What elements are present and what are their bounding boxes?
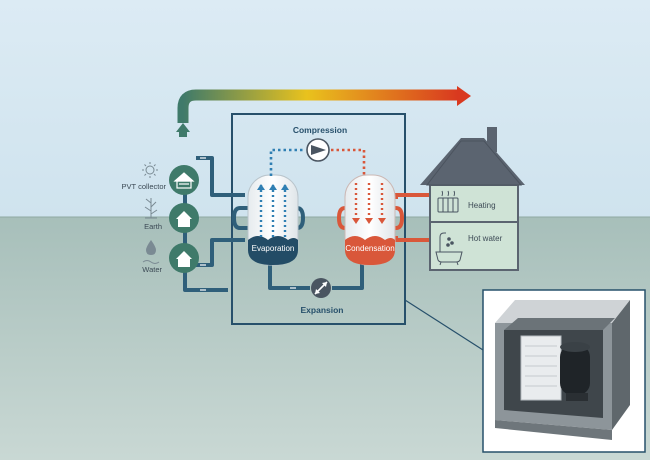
source-pvt-collector — [169, 165, 199, 195]
earth-label: Earth — [144, 222, 162, 231]
heating-label: Heating — [468, 201, 496, 210]
energy-flow-arrow — [176, 86, 471, 137]
callout-line — [404, 299, 484, 351]
sun-icon — [142, 162, 158, 178]
source-earth — [169, 203, 199, 233]
condenser-tank: Condensation — [344, 174, 396, 266]
heat-pump-frame — [231, 113, 406, 325]
bathtub-icon — [435, 232, 463, 266]
condensation-label: Condensation — [345, 244, 394, 253]
flow-markers-cold — [200, 157, 296, 291]
home-icon — [173, 172, 195, 189]
evaporation-label: Evaporation — [252, 244, 295, 253]
evaporator-tank: Evaporation — [247, 174, 299, 266]
home-icon — [176, 251, 192, 267]
hot-water-label: Hot water — [468, 234, 503, 243]
sky-background — [0, 0, 650, 217]
source-water — [169, 243, 199, 273]
home-icon — [176, 211, 192, 227]
house — [420, 127, 525, 271]
compression-label: Compression — [293, 125, 347, 135]
tree-icon — [144, 198, 158, 219]
refrigerant-vapour-lines — [269, 148, 366, 176]
expansion-label: Expansion — [301, 305, 344, 315]
pvt-collector-label: PVT collector — [122, 182, 167, 191]
radiator-icon — [437, 190, 459, 213]
heat-pump-unit-photo — [482, 289, 646, 453]
compressor-icon — [306, 138, 330, 162]
water-label: Water — [142, 265, 162, 274]
expansion-valve-icon — [311, 278, 331, 298]
water-drop-icon — [142, 240, 160, 264]
